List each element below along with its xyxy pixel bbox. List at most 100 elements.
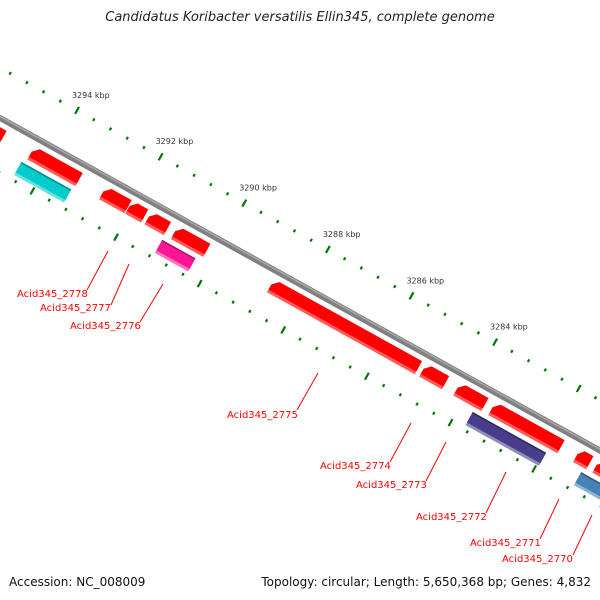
major-tick bbox=[157, 152, 164, 161]
gene-label: Acid345_2774 bbox=[320, 461, 391, 472]
gene-label: Acid345_2773 bbox=[356, 480, 427, 491]
minor-tick bbox=[142, 145, 146, 150]
rna-feature bbox=[573, 472, 600, 500]
minor-tick bbox=[147, 253, 152, 258]
minor-tick bbox=[108, 127, 113, 131]
minor-tick bbox=[292, 229, 297, 233]
genome-summary: Topology: circular; Length: 5,650,368 bp… bbox=[261, 575, 591, 589]
minor-tick bbox=[131, 244, 135, 249]
minor-tick bbox=[248, 309, 252, 314]
feature-body bbox=[156, 239, 196, 269]
rna-feature bbox=[154, 239, 196, 272]
minor-tick bbox=[515, 457, 520, 462]
backbone bbox=[0, 114, 600, 455]
gene-feature bbox=[592, 463, 600, 477]
minor-tick bbox=[465, 430, 469, 434]
feature-edge bbox=[471, 412, 547, 455]
feature-edge bbox=[161, 239, 196, 260]
gene-label-leader bbox=[86, 250, 109, 291]
minor-tick bbox=[25, 80, 29, 85]
tick-label: 3286 kbp bbox=[406, 276, 444, 285]
minor-tick bbox=[593, 395, 598, 400]
minor-tick bbox=[376, 275, 380, 280]
gene-label-leader bbox=[139, 283, 164, 323]
minor-tick bbox=[443, 312, 447, 317]
gene-label-leader bbox=[389, 422, 412, 463]
minor-tick bbox=[415, 402, 419, 406]
accession: Accession: NC_008009 bbox=[9, 575, 146, 589]
minor-tick bbox=[510, 349, 514, 354]
major-tick bbox=[492, 338, 499, 347]
minor-tick bbox=[482, 439, 486, 443]
minor-tick bbox=[8, 71, 12, 76]
minor-tick bbox=[125, 136, 129, 141]
minor-tick bbox=[315, 346, 319, 351]
feature-body bbox=[126, 203, 149, 220]
gene-label: Acid345_2771 bbox=[470, 538, 541, 549]
minor-tick bbox=[214, 290, 219, 295]
gene-feature bbox=[0, 127, 7, 143]
major-tick bbox=[324, 245, 331, 254]
feature-body bbox=[172, 228, 211, 255]
minor-tick bbox=[426, 303, 430, 307]
major-tick bbox=[196, 279, 203, 288]
minor-tick bbox=[58, 99, 63, 103]
major-tick bbox=[531, 464, 538, 473]
gene-feature bbox=[573, 451, 594, 470]
feature-body bbox=[454, 385, 489, 409]
minor-tick bbox=[565, 485, 570, 490]
gene-feature bbox=[488, 404, 565, 454]
gene-label: Acid345_2770 bbox=[502, 554, 573, 565]
minor-tick bbox=[209, 182, 213, 187]
tick-label: 3288 kbp bbox=[323, 230, 361, 239]
minor-tick bbox=[298, 337, 302, 342]
gene-feature bbox=[266, 282, 423, 375]
feature-body bbox=[15, 161, 72, 201]
feature-edge bbox=[580, 472, 600, 485]
minor-tick bbox=[432, 411, 436, 416]
backbone-highlight bbox=[0, 115, 600, 450]
minor-tick bbox=[398, 392, 403, 397]
minor-tick bbox=[498, 448, 503, 453]
gene-label-leader bbox=[110, 263, 130, 306]
minor-tick bbox=[309, 238, 313, 243]
gene-label: Acid345_2776 bbox=[70, 321, 141, 332]
rna-feature bbox=[465, 412, 547, 466]
feature-body bbox=[28, 149, 83, 184]
minor-tick bbox=[175, 164, 180, 168]
gene-feature bbox=[144, 214, 172, 236]
feature-body bbox=[575, 472, 600, 497]
minor-tick bbox=[331, 355, 336, 360]
minor-tick bbox=[543, 368, 547, 372]
minor-tick bbox=[225, 191, 230, 196]
minor-tick bbox=[192, 173, 196, 178]
minor-tick bbox=[259, 210, 263, 215]
gene-label-leader bbox=[485, 471, 507, 514]
gene-feature bbox=[99, 188, 132, 214]
gene-feature bbox=[27, 149, 83, 187]
feature-body bbox=[100, 188, 132, 211]
minor-tick bbox=[64, 207, 68, 212]
minor-tick bbox=[348, 365, 352, 369]
gene-feature bbox=[419, 366, 450, 390]
rna-feature bbox=[14, 161, 72, 203]
major-tick bbox=[280, 325, 287, 334]
minor-tick bbox=[264, 318, 269, 323]
minor-tick bbox=[459, 321, 464, 326]
feature-body bbox=[420, 366, 450, 387]
feature-body bbox=[268, 282, 423, 372]
minor-tick bbox=[231, 300, 235, 304]
major-tick bbox=[241, 199, 248, 208]
gene-label-leader bbox=[572, 514, 593, 556]
gene-feature bbox=[453, 385, 489, 412]
feature-body bbox=[466, 412, 547, 464]
gene-label-leader bbox=[539, 498, 560, 540]
major-tick bbox=[74, 106, 80, 115]
feature-body bbox=[145, 214, 172, 233]
minor-tick bbox=[47, 198, 51, 202]
gene-feature bbox=[170, 228, 211, 257]
minor-tick bbox=[526, 358, 531, 363]
minor-tick bbox=[92, 117, 96, 122]
minor-tick bbox=[381, 383, 386, 388]
